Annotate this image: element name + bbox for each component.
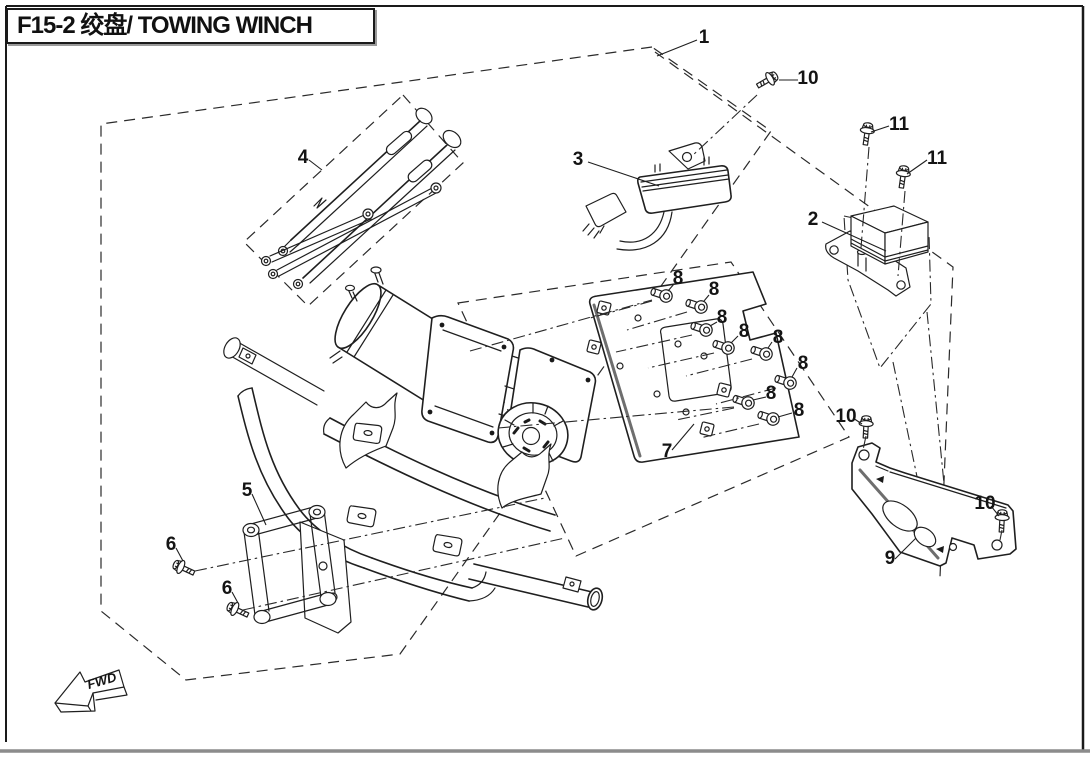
- callout-5: 5: [242, 480, 253, 501]
- callout-9: 9: [885, 548, 896, 569]
- part-4-cable-kit: [260, 107, 462, 290]
- callout-8: 8: [798, 353, 809, 374]
- callout-1: 1: [699, 27, 710, 48]
- callout-4: 4: [298, 147, 309, 168]
- callout-8: 8: [794, 400, 805, 421]
- callout-8: 8: [739, 321, 750, 342]
- callout-8: 8: [673, 268, 684, 289]
- alignment-arrow: [876, 476, 884, 483]
- cable-kit-box-outline: [243, 94, 464, 307]
- callout-8: 8: [773, 327, 784, 348]
- callout-10: 10: [974, 493, 995, 514]
- frame-plate-break: [497, 443, 552, 509]
- fwd-arrow-shape: [54, 669, 125, 707]
- part-5-fairlead: [242, 504, 352, 634]
- bolt-10-top: [753, 68, 781, 93]
- winch-assembly: [329, 266, 597, 466]
- page-frame: [0, 5, 1090, 753]
- bolt-11-b: [893, 164, 912, 190]
- page-title: F15-2 绞盘/ TOWING WINCH: [6, 8, 375, 44]
- callout-10: 10: [797, 68, 818, 89]
- leader-lines: [175, 39, 1000, 604]
- cable-break-mark: [313, 197, 327, 209]
- callout-7: 7: [662, 441, 673, 462]
- connector-plug: [585, 192, 627, 228]
- part-3-breaker: [582, 142, 732, 251]
- plate-corner-nuts: [586, 300, 732, 437]
- callout-10: 10: [835, 406, 856, 427]
- part-7-mount-plate: [586, 271, 800, 463]
- bolt-10-left: [857, 414, 875, 439]
- assembly-boundary-outline: [100, 46, 772, 681]
- callout-11: 11: [927, 148, 948, 169]
- callout-6: 6: [222, 578, 233, 599]
- callout-8: 8: [709, 279, 720, 300]
- callout-labels: 1 2 3 4 5 6 6 7 8 8 8 8 8 8 8 8 9 10 10 …: [166, 27, 996, 599]
- alignment-arrow: [936, 546, 944, 553]
- bolt-11-a: [857, 121, 876, 147]
- assembly-axes: [194, 94, 1003, 611]
- part-2-contactor: [825, 205, 929, 297]
- callout-11: 11: [889, 114, 910, 135]
- winch-region-outline: [457, 261, 850, 557]
- callout-3: 3: [573, 149, 584, 170]
- part-9-bracket: [851, 442, 1017, 567]
- callout-8: 8: [717, 307, 728, 328]
- fwd-arrow: FWD: [54, 669, 128, 713]
- bolt-6-a: [170, 556, 198, 581]
- callout-2: 2: [808, 209, 819, 230]
- callout-8: 8: [766, 383, 777, 404]
- electrical-region-outline: [654, 51, 954, 578]
- fairlead-mount-plate: [299, 521, 352, 634]
- callout-6: 6: [166, 534, 177, 555]
